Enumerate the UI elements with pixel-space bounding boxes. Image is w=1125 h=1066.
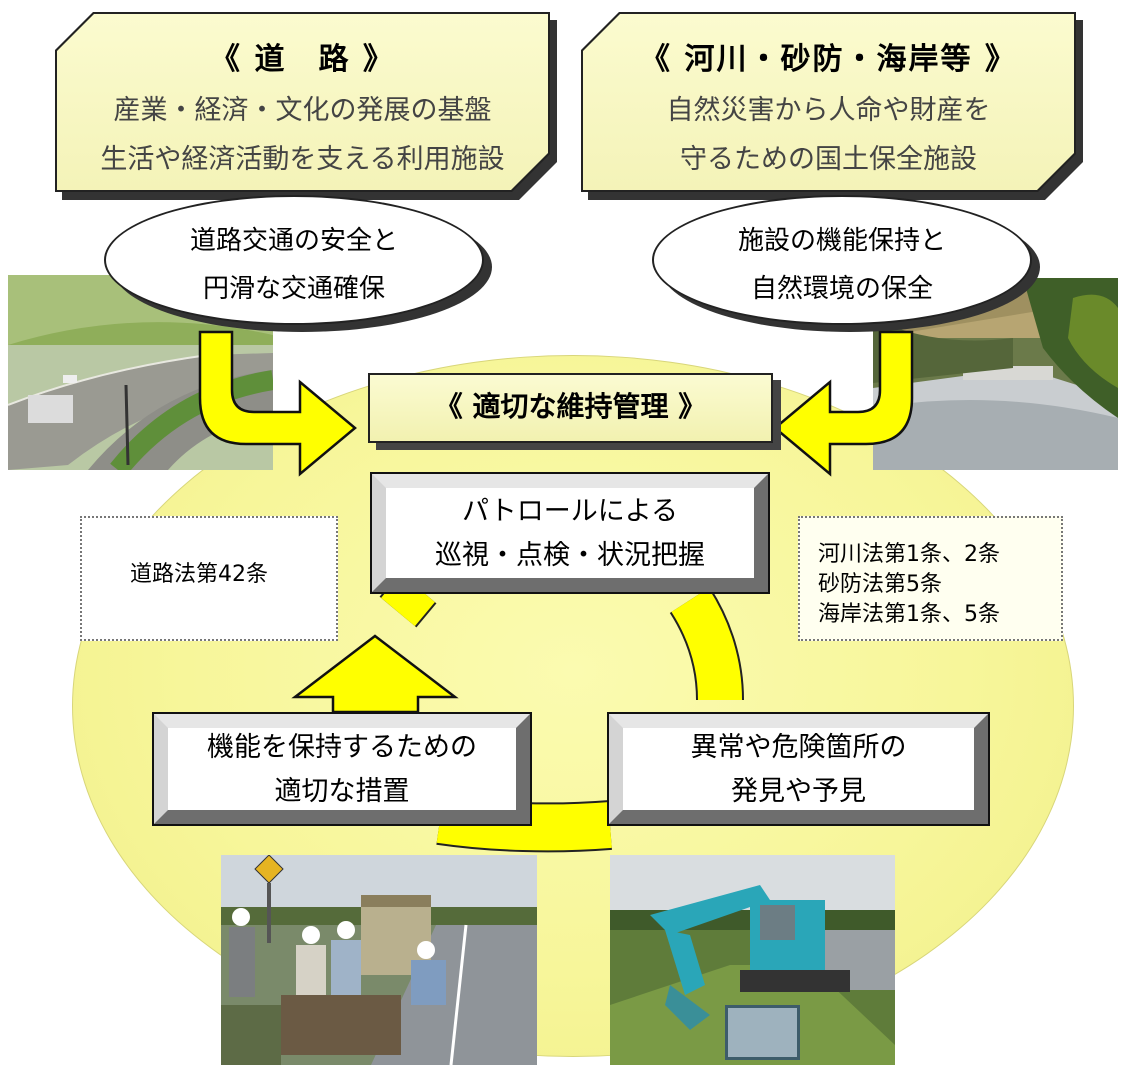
right-curved-arrow bbox=[773, 330, 914, 477]
rivers-title: 《 河川・砂防・海岸等 》 bbox=[640, 42, 1017, 77]
roads-title: 《 道 路 》 bbox=[210, 42, 395, 77]
measures-box: 機能を保持するための 適切な措置 bbox=[152, 712, 532, 826]
roads-line-1: 産業・経済・文化の発展の基盤 bbox=[113, 95, 492, 126]
roads-oval: 道路交通の安全と 円滑な交通確保 bbox=[104, 195, 484, 325]
discover-line-2: 発見や予見 bbox=[731, 776, 866, 807]
rivers-line-1: 自然災害から人命や財産を bbox=[666, 95, 991, 126]
discover-box: 異常や危険箇所の 発見や予見 bbox=[607, 712, 990, 826]
discover-line-1: 異常や危険箇所の bbox=[690, 732, 907, 763]
left-curved-arrow bbox=[198, 330, 357, 477]
patrol-box: パトロールによる 巡視・点検・状況把握 bbox=[370, 472, 770, 594]
measures-line-1: 機能を保持するための bbox=[207, 732, 477, 763]
road-workers-photo bbox=[221, 855, 537, 1065]
river-law-line-1: 河川法第1条、2条 bbox=[818, 542, 1000, 567]
center-title: 《 適切な維持管理 》 bbox=[368, 373, 773, 443]
road-law-text: 道路法第42条 bbox=[130, 562, 268, 587]
patrol-line-2: 巡視・点検・状況把握 bbox=[435, 540, 705, 571]
measures-line-2: 適切な措置 bbox=[274, 776, 410, 807]
patrol-line-1: パトロールによる bbox=[462, 496, 678, 527]
rivers-oval-line-1: 施設の機能保持と bbox=[737, 226, 946, 256]
rivers-box: 《 河川・砂防・海岸等 》 自然災害から人命や財産を 守るための国土保全施設 bbox=[581, 12, 1076, 192]
roads-oval-line-2: 円滑な交通確保 bbox=[202, 274, 385, 304]
up-arrow bbox=[291, 634, 459, 714]
road-law-box: 道路法第42条 bbox=[80, 516, 338, 641]
roads-box: 《 道 路 》 産業・経済・文化の発展の基盤 生活や経済活動を支える利用施設 bbox=[55, 12, 550, 192]
river-law-line-2: 砂防法第5条 bbox=[818, 572, 942, 597]
rivers-oval-line-2: 自然環境の保全 bbox=[750, 274, 933, 304]
excavator-photo bbox=[610, 855, 895, 1065]
river-law-line-3: 海岸法第1条、5条 bbox=[818, 602, 1000, 627]
roads-line-2: 生活や経済活動を支える利用施設 bbox=[100, 144, 505, 175]
rivers-oval: 施設の機能保持と 自然環境の保全 bbox=[652, 195, 1032, 325]
river-laws-box: 河川法第1条、2条 砂防法第5条 海岸法第1条、5条 bbox=[798, 516, 1063, 641]
rivers-line-2: 守るための国土保全施設 bbox=[680, 144, 977, 175]
roads-oval-line-1: 道路交通の安全と bbox=[189, 226, 398, 256]
